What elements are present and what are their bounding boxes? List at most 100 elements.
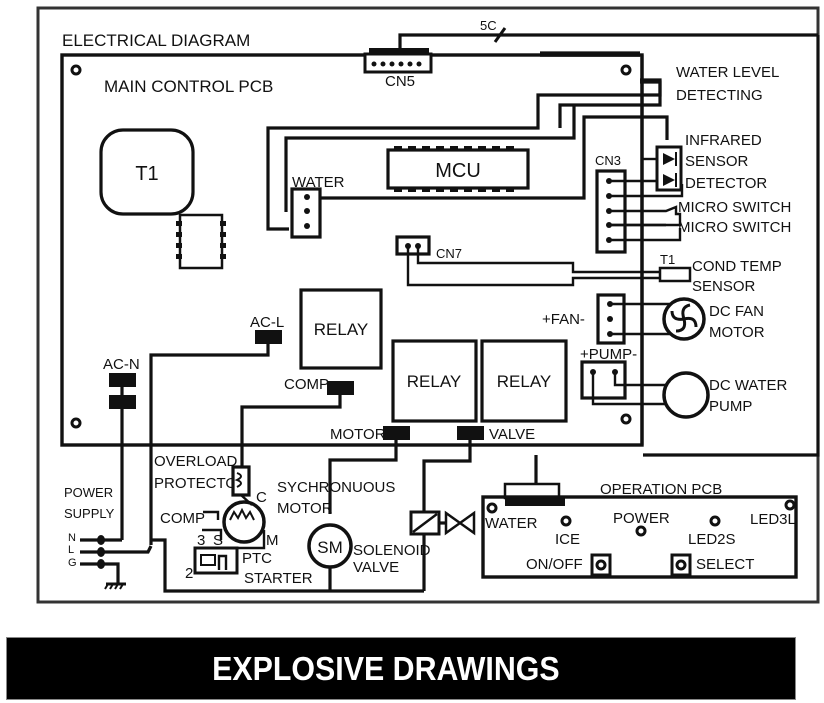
operation-pcb: OPERATION PCB WATER ICE POWER LED2S LED3…: [481, 455, 798, 579]
relay-1-label: RELAY: [314, 320, 369, 339]
svg-text:MOTOR: MOTOR: [277, 500, 333, 517]
svg-text:CN7: CN7: [436, 246, 462, 261]
led-ice: [560, 515, 572, 527]
pump-connector: +PUMP-: [580, 346, 666, 406]
svg-text:WATER: WATER: [292, 174, 345, 191]
ptc-starter: PTC STARTER: [193, 546, 313, 587]
infrared-sensor: INFRARED SENSOR DETECTOR: [642, 132, 767, 192]
svg-text:T1: T1: [660, 252, 675, 267]
micro-switch-1-label: MICRO SWITCH: [678, 199, 791, 216]
svg-text:PUMP: PUMP: [709, 398, 752, 415]
dc-fan-motor: DC FAN MOTOR: [662, 297, 765, 341]
led-power-label: POWER: [613, 510, 670, 527]
svg-text:OVERLOAD: OVERLOAD: [154, 453, 238, 470]
svg-text:+PUMP-: +PUMP-: [580, 346, 637, 363]
water-connector: WATER: [290, 174, 345, 239]
ac-l-terminal: AC-L: [149, 314, 284, 545]
transformer-t1: [99, 128, 195, 216]
svg-text:+FAN-: +FAN-: [542, 311, 585, 328]
svg-text:PTC: PTC: [242, 550, 272, 567]
led-water-label: WATER: [485, 515, 538, 532]
micro-switch-2-label: MICRO SWITCH: [678, 219, 791, 236]
compressor: COMP C S M 3 2: [160, 489, 279, 582]
select-button-dot: [675, 559, 687, 571]
relay-1: [299, 288, 383, 370]
led-3l-label: LED3L: [750, 511, 796, 528]
cond-temp-sensor: T1 COND TEMP SENSOR: [658, 252, 782, 295]
select-label: SELECT: [696, 556, 754, 573]
comp-terminal: COMP: [240, 376, 354, 466]
svg-text:COND TEMP: COND TEMP: [692, 258, 782, 275]
mount-hole: [70, 417, 82, 429]
fan-connector: +FAN-: [542, 293, 672, 345]
svg-text:SUPPLY: SUPPLY: [64, 506, 115, 521]
synchronous-motor: SYCHRONUOUS MOTOR SM: [277, 479, 395, 591]
banner-title: EXPLOSIVE DRAWINGS: [212, 649, 560, 687]
diagram-title: ELECTRICAL DIAGRAM: [62, 31, 250, 50]
on-off-label: ON/OFF: [526, 556, 583, 573]
svg-text:COMP: COMP: [284, 376, 329, 393]
svg-text:SOLENOID: SOLENOID: [353, 542, 431, 559]
svg-text:L: L: [68, 544, 74, 556]
svg-text:MOTOR: MOTOR: [330, 426, 386, 443]
overload-protector: OVERLOAD PROTECTOR: [154, 453, 251, 497]
svg-text:DC FAN: DC FAN: [709, 303, 764, 320]
svg-text:AC-L: AC-L: [250, 314, 284, 331]
svg-text:2: 2: [185, 565, 193, 582]
svg-text:VALVE: VALVE: [353, 559, 399, 576]
mount-hole: [620, 64, 632, 76]
svg-text:INFRARED: INFRARED: [685, 132, 762, 149]
mount-hole: [620, 413, 632, 425]
section-banner: EXPLOSIVE DRAWINGS: [6, 637, 796, 700]
svg-text:VALVE: VALVE: [489, 426, 535, 443]
small-ic: [176, 213, 226, 270]
valve-terminal: VALVE: [422, 426, 535, 512]
svg-text:3: 3: [197, 532, 205, 549]
svg-text:SENSOR: SENSOR: [685, 153, 749, 170]
svg-text:MOTOR: MOTOR: [709, 324, 765, 341]
on-off-button-dot: [595, 559, 607, 571]
solenoid-valve: SOLENOID VALVE: [353, 510, 476, 591]
svg-text:AC-N: AC-N: [103, 356, 140, 373]
svg-text:STARTER: STARTER: [244, 570, 313, 587]
trace: [266, 222, 289, 231]
led-power: [635, 525, 647, 537]
trace: [310, 115, 669, 200]
svg-text:POWER: POWER: [64, 485, 113, 500]
svg-text:WATER LEVEL: WATER LEVEL: [676, 64, 779, 81]
svg-text:SENSOR: SENSOR: [692, 278, 756, 295]
trace: [284, 105, 576, 212]
svg-text:DETECTING: DETECTING: [676, 87, 763, 104]
led-ice-label: ICE: [555, 531, 580, 548]
power-supply: POWER SUPPLY N L G: [64, 485, 153, 590]
transformer-label: T1: [135, 163, 158, 185]
svg-text:C: C: [256, 489, 267, 506]
mount-hole: [70, 64, 82, 76]
svg-text:SYCHRONUOUS: SYCHRONUOUS: [277, 479, 395, 496]
operation-pcb-label: OPERATION PCB: [600, 481, 722, 498]
relay-3: [480, 339, 568, 423]
led-3l: [784, 499, 796, 511]
relay-3-label: RELAY: [497, 372, 552, 391]
svg-text:MCU: MCU: [435, 160, 481, 182]
ac-n-terminal: AC-N: [103, 356, 140, 540]
led-2s: [709, 515, 721, 527]
led-water: [486, 502, 498, 514]
neutral-return: [151, 538, 424, 593]
cable-marker-label: 5C: [480, 18, 497, 33]
svg-text:PROTECTOR: PROTECTOR: [154, 475, 248, 492]
svg-text:DC WATER: DC WATER: [709, 377, 787, 394]
cn3-connector: CN3: [595, 153, 684, 254]
mcu-chip: MCU: [386, 146, 530, 192]
relay-2: [391, 339, 478, 423]
svg-text:CN3: CN3: [595, 153, 621, 168]
svg-text:N: N: [68, 532, 76, 544]
cn7-connector: CN7: [395, 235, 660, 287]
motor-terminal: MOTOR: [328, 426, 410, 514]
svg-text:CN5: CN5: [385, 73, 415, 90]
svg-text:COMP: COMP: [160, 510, 205, 527]
svg-text:G: G: [68, 557, 77, 569]
svg-text:M: M: [266, 532, 279, 549]
electrical-diagram: ELECTRICAL DIAGRAM MAIN CONTROL PCB T1 C…: [36, 6, 820, 604]
relay-2-label: RELAY: [407, 372, 462, 391]
